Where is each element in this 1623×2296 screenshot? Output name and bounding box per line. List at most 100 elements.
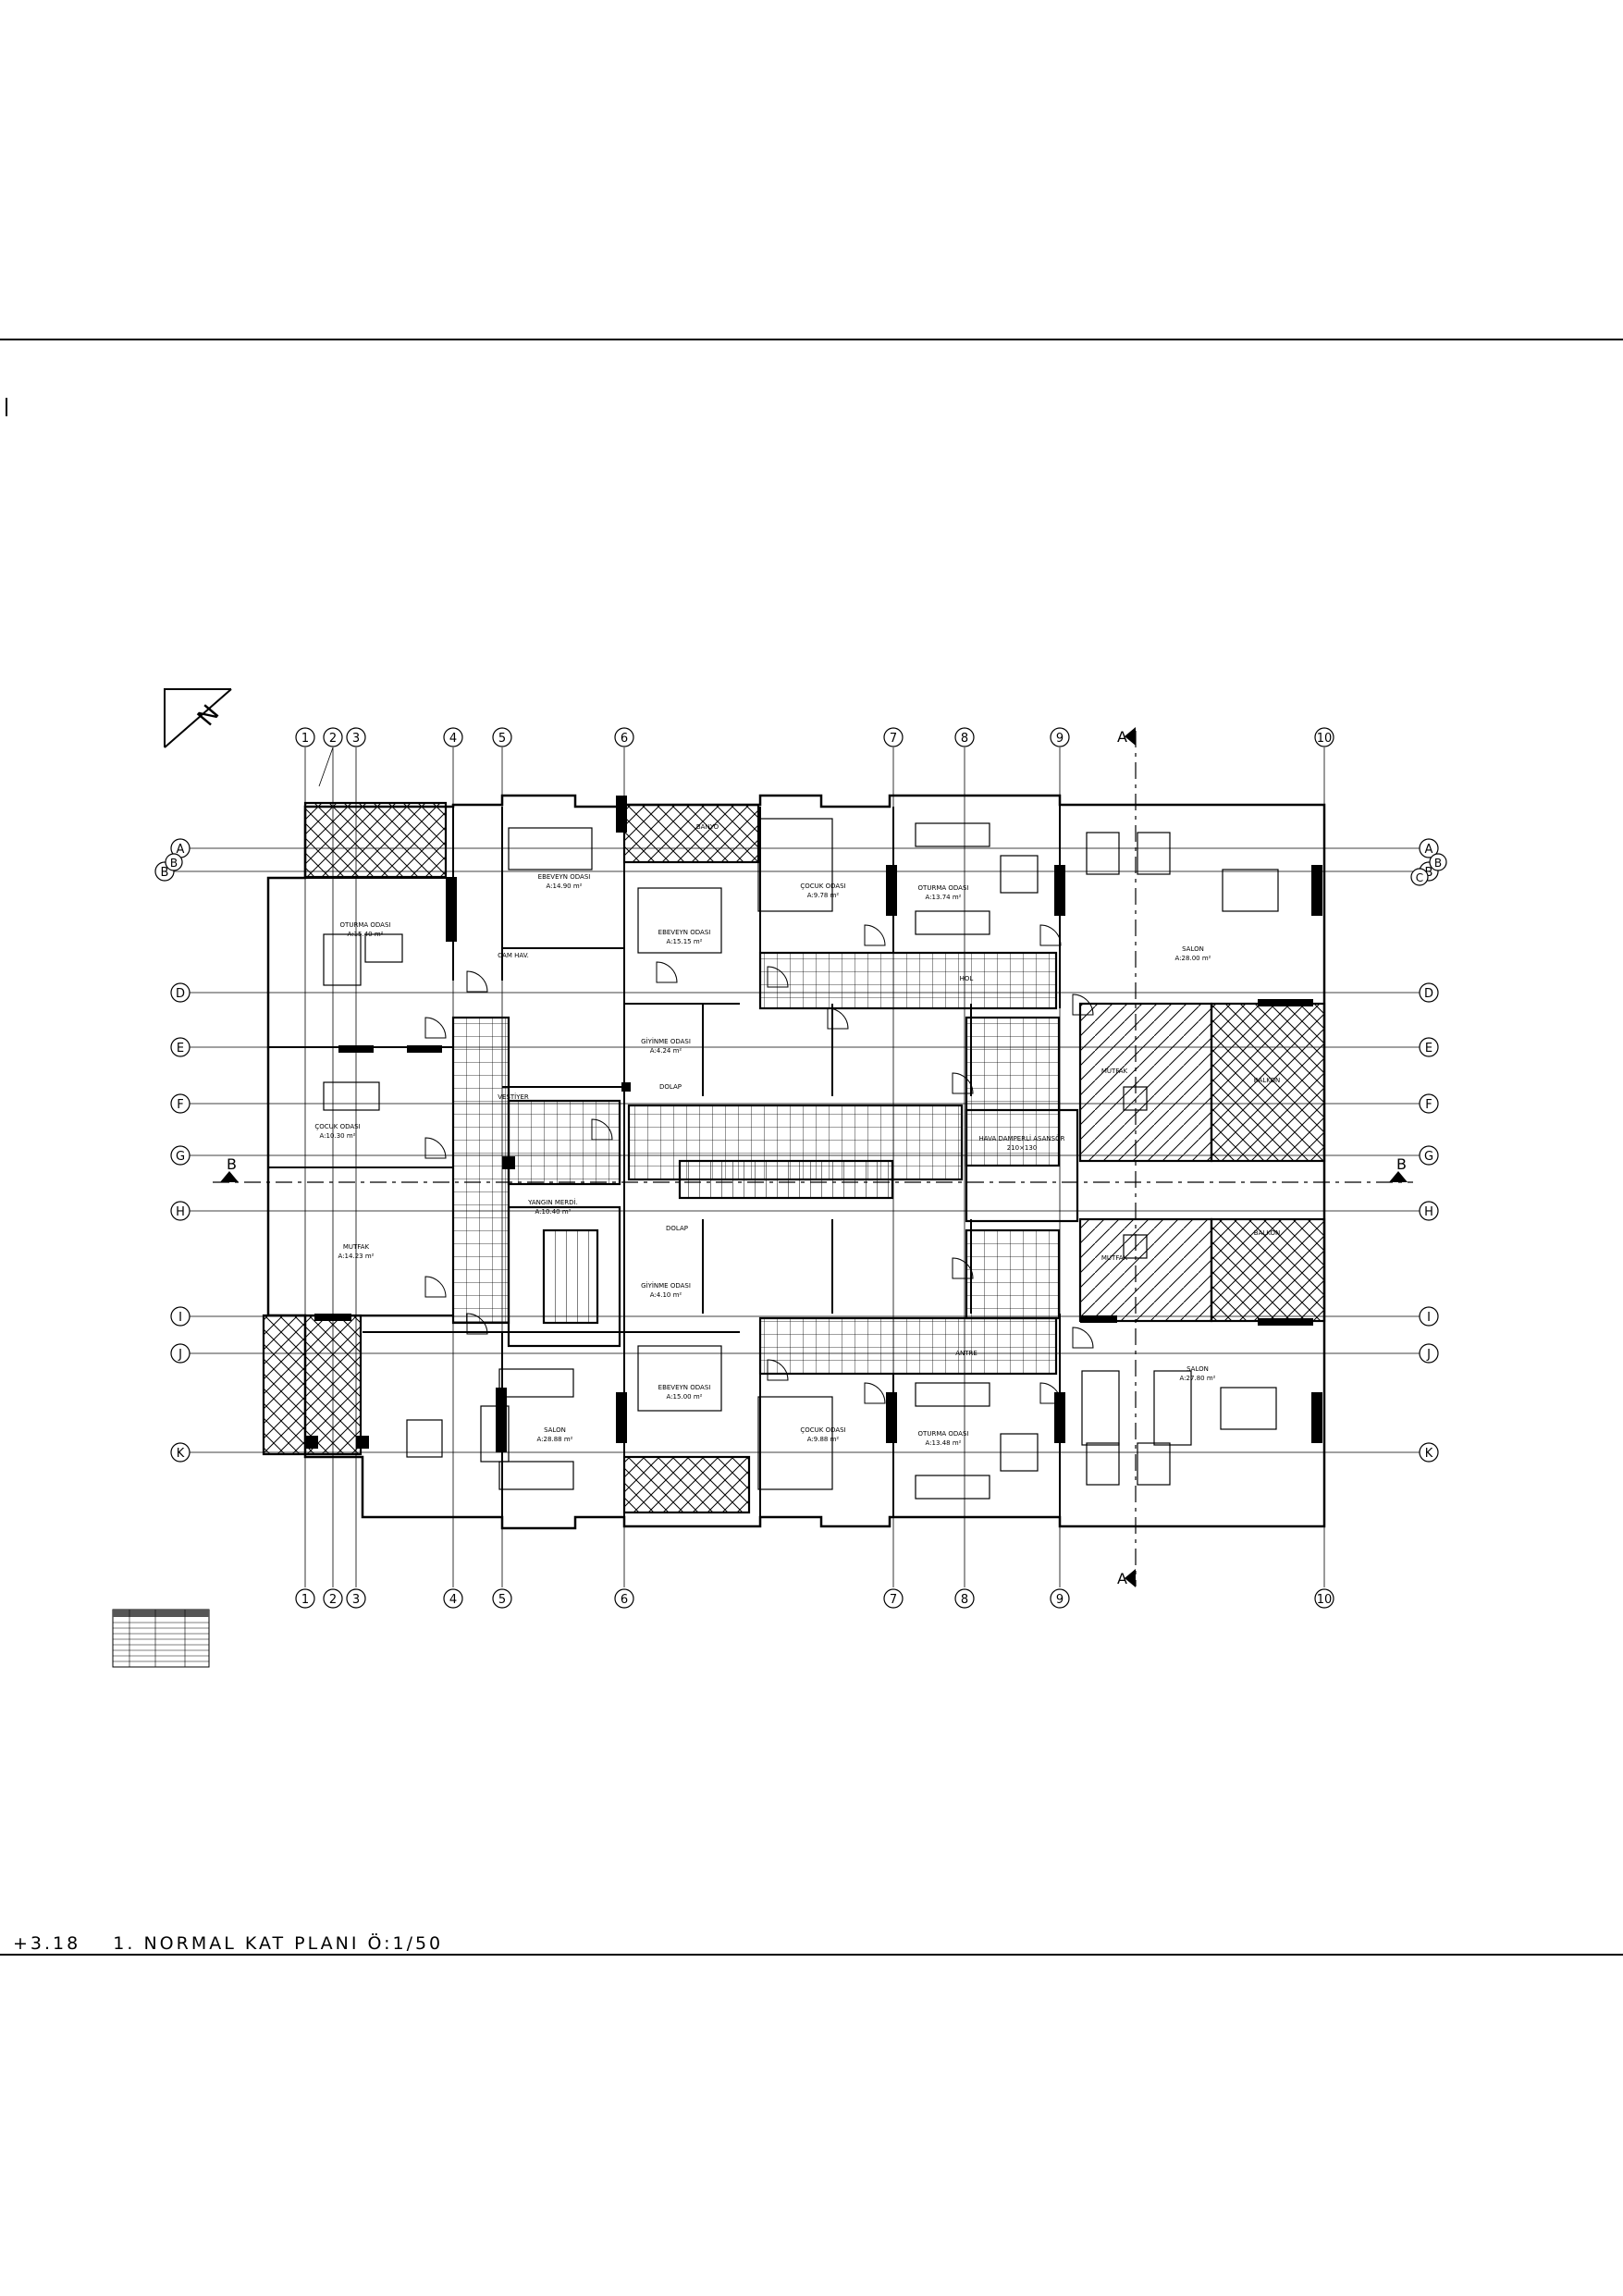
axis-bubble bbox=[443, 1588, 463, 1609]
corridor-tiles bbox=[965, 1016, 1061, 1167]
axis-bubble bbox=[1419, 1306, 1439, 1327]
door-swing bbox=[424, 1137, 447, 1159]
axis-bubble bbox=[165, 853, 183, 871]
door-swing bbox=[767, 1359, 789, 1381]
room-label-balkon-right-top: BALKON bbox=[1254, 1077, 1280, 1084]
column bbox=[502, 1156, 515, 1169]
stair-run bbox=[678, 1159, 894, 1200]
furniture bbox=[915, 1382, 990, 1407]
axis-label: D bbox=[1424, 987, 1433, 1001]
axis-bubble bbox=[1050, 727, 1070, 747]
axis-label: I bbox=[178, 1311, 182, 1325]
axis-line-v bbox=[318, 747, 334, 787]
axis-label: 7 bbox=[890, 732, 897, 746]
room-label-oturma-bottom: OTURMA ODASI bbox=[918, 1430, 969, 1438]
door-swing bbox=[591, 1118, 613, 1141]
furniture bbox=[1222, 869, 1279, 912]
door-swing bbox=[424, 1017, 447, 1039]
furniture bbox=[1081, 1370, 1120, 1446]
svg-text:N: N bbox=[192, 700, 225, 732]
north-arrow-icon: N bbox=[164, 688, 232, 748]
column bbox=[407, 1045, 442, 1053]
room-label-oturma-left: OTURMA ODASI bbox=[340, 921, 391, 929]
room-label-dolap-2: DOLAP bbox=[666, 1225, 688, 1232]
section-arrow-icon bbox=[1389, 1171, 1408, 1182]
column bbox=[886, 1392, 897, 1443]
door-swing bbox=[466, 970, 488, 993]
door-swing bbox=[767, 966, 789, 988]
axis-bubble bbox=[323, 727, 343, 747]
room-label-oturma-bottom-area: A:13.48 m² bbox=[926, 1439, 962, 1447]
furniture bbox=[323, 1081, 380, 1111]
furniture bbox=[1153, 1370, 1192, 1446]
door-swing bbox=[1072, 994, 1094, 1016]
door-swing bbox=[864, 924, 886, 946]
furniture bbox=[1086, 1442, 1120, 1486]
axis-bubble bbox=[1419, 1093, 1439, 1114]
axis-bubble bbox=[170, 1145, 191, 1166]
room-label-giyinme-top-area: A:4.24 m² bbox=[650, 1047, 682, 1055]
axis-label: B bbox=[161, 866, 169, 880]
furniture bbox=[1000, 1433, 1039, 1472]
furniture bbox=[1220, 1387, 1277, 1430]
axis-label: 7 bbox=[890, 1593, 897, 1607]
axis-bubble bbox=[443, 727, 463, 747]
axis-label: A bbox=[1425, 843, 1433, 857]
axis-label: 5 bbox=[498, 732, 506, 746]
room-label-mutfak-left-area: A:14.23 m² bbox=[338, 1253, 375, 1260]
room-label-cam-hav: CAM HAV. bbox=[498, 952, 529, 959]
stair-run bbox=[542, 1228, 599, 1325]
axis-label: B bbox=[170, 857, 178, 870]
plan-title: 1. NORMAL KAT PLANI Ö:1/50 bbox=[113, 1933, 444, 1954]
furniture bbox=[406, 1419, 443, 1458]
column bbox=[1054, 865, 1065, 916]
axis-bubble bbox=[1419, 1037, 1439, 1057]
axis-label: 8 bbox=[961, 732, 968, 746]
axis-label: H bbox=[1424, 1205, 1433, 1219]
axis-label: F bbox=[1425, 1098, 1432, 1112]
axis-label: 8 bbox=[961, 1593, 968, 1607]
axis-bubble bbox=[295, 727, 315, 747]
axis-bubble bbox=[954, 1588, 975, 1609]
furniture bbox=[637, 887, 722, 954]
column bbox=[496, 1388, 507, 1452]
furniture bbox=[1086, 832, 1120, 875]
column bbox=[1054, 1392, 1065, 1443]
furniture bbox=[637, 1345, 722, 1412]
room-label-salon-top-right-area: A:28.00 m² bbox=[1175, 955, 1211, 962]
room-label-giyinme-bottom-area: A:4.10 m² bbox=[650, 1291, 682, 1299]
axis-label: 4 bbox=[449, 1593, 457, 1607]
axis-bubble bbox=[1410, 868, 1429, 886]
axis-bubble bbox=[170, 1306, 191, 1327]
room-label-salon-bottom-left: SALON bbox=[544, 1426, 566, 1434]
room-label-asansor-dim: 210×130 bbox=[1007, 1144, 1038, 1152]
column bbox=[305, 1436, 318, 1449]
axis-bubble bbox=[1419, 1442, 1439, 1463]
room-label-mutfak-left: MUTFAK bbox=[343, 1243, 370, 1251]
column bbox=[446, 877, 457, 942]
axis-label: B bbox=[1425, 866, 1433, 880]
room-label-ebeveyn-bottom-area: A:15.00 m² bbox=[667, 1393, 703, 1401]
building-plan bbox=[262, 794, 1326, 1530]
axis-bubble bbox=[170, 1037, 191, 1057]
axis-bubble bbox=[323, 1588, 343, 1609]
furniture bbox=[757, 818, 833, 912]
room-label-ebeveyn-bottom: EBEVEYN ODASI bbox=[658, 1384, 711, 1391]
axis-label: 10 bbox=[1317, 732, 1333, 746]
axis-label: 9 bbox=[1056, 1593, 1064, 1607]
furniture bbox=[1000, 855, 1039, 894]
room-label-mutfak-right-bottom: MUTFAK bbox=[1101, 1254, 1128, 1262]
axis-bubble bbox=[883, 1588, 904, 1609]
corridor-tiles bbox=[965, 1228, 1061, 1320]
room-label-oturma-top-right: OTURMA ODASI bbox=[918, 884, 969, 892]
balcony-hatch bbox=[262, 1314, 363, 1456]
axis-label: 1 bbox=[301, 1593, 309, 1607]
axis-label: J bbox=[1426, 1348, 1431, 1362]
axis-label: D bbox=[176, 987, 185, 1001]
axis-bubble bbox=[1050, 1588, 1070, 1609]
column bbox=[314, 1314, 351, 1321]
room-label-ebeveyn-2: EBEVEYN ODASI bbox=[658, 929, 711, 936]
corridor-tiles bbox=[758, 1316, 1058, 1376]
room-label-vestiyer: VESTİYER bbox=[498, 1092, 529, 1101]
